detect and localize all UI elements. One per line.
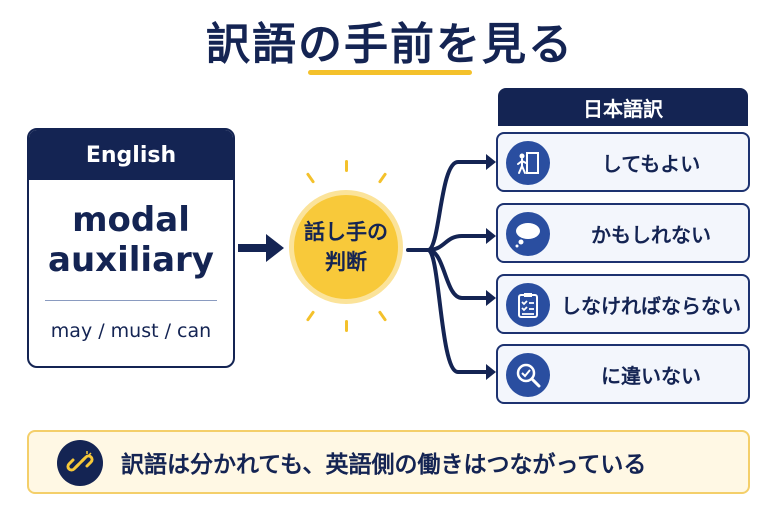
thought-bubble-icon xyxy=(506,212,550,256)
arrow-right-icon xyxy=(266,234,284,262)
footer-note: 訳語は分かれても、英語側の働きはつながっている xyxy=(27,430,750,494)
japanese-panel-header: 日本語訳 xyxy=(498,88,748,126)
arrow-right-shaft xyxy=(238,244,268,252)
sun-circle: 話し手の 判断 xyxy=(289,190,403,304)
english-term-line1: modal xyxy=(72,200,190,240)
branch-connectors xyxy=(406,154,496,380)
english-term-line2: auxiliary xyxy=(48,240,214,280)
sun-ray xyxy=(377,172,388,184)
english-card-divider xyxy=(45,300,217,301)
japanese-item-permission: してもよい xyxy=(496,132,750,192)
english-card: English modal auxiliary may / must / can xyxy=(27,128,235,368)
link-icon xyxy=(57,440,103,486)
sun-ray xyxy=(345,160,348,172)
japanese-item-certainty: に違いない xyxy=(496,344,750,404)
sun-ray xyxy=(345,320,348,332)
sun-ray xyxy=(377,310,388,322)
japanese-item-possibility: かもしれない xyxy=(496,203,750,263)
door-exit-icon xyxy=(506,141,550,185)
english-term: modal auxiliary xyxy=(29,200,233,280)
sun-ray xyxy=(305,172,316,184)
japanese-item-obligation: しなければならない xyxy=(496,274,750,334)
japanese-item-label: してもよい xyxy=(601,151,701,176)
page-title: 訳語の手前を見る xyxy=(206,19,574,70)
sun-ray xyxy=(305,310,316,322)
english-card-header: English xyxy=(29,130,233,180)
center-line2: 判断 xyxy=(325,250,367,274)
center-line1: 話し手の xyxy=(304,220,388,244)
japanese-item-label: しなければならない xyxy=(561,293,741,318)
japanese-item-label: に違いない xyxy=(601,363,701,388)
japanese-item-label: かもしれない xyxy=(591,222,711,247)
magnifier-check-icon xyxy=(506,353,550,397)
checklist-icon xyxy=(506,283,550,327)
title-underline xyxy=(308,70,472,75)
english-examples: may / must / can xyxy=(50,320,212,342)
speaker-judgment-node: 話し手の 判断 xyxy=(279,160,419,332)
footer-text: 訳語は分かれても、英語側の働きはつながっている xyxy=(121,452,647,478)
